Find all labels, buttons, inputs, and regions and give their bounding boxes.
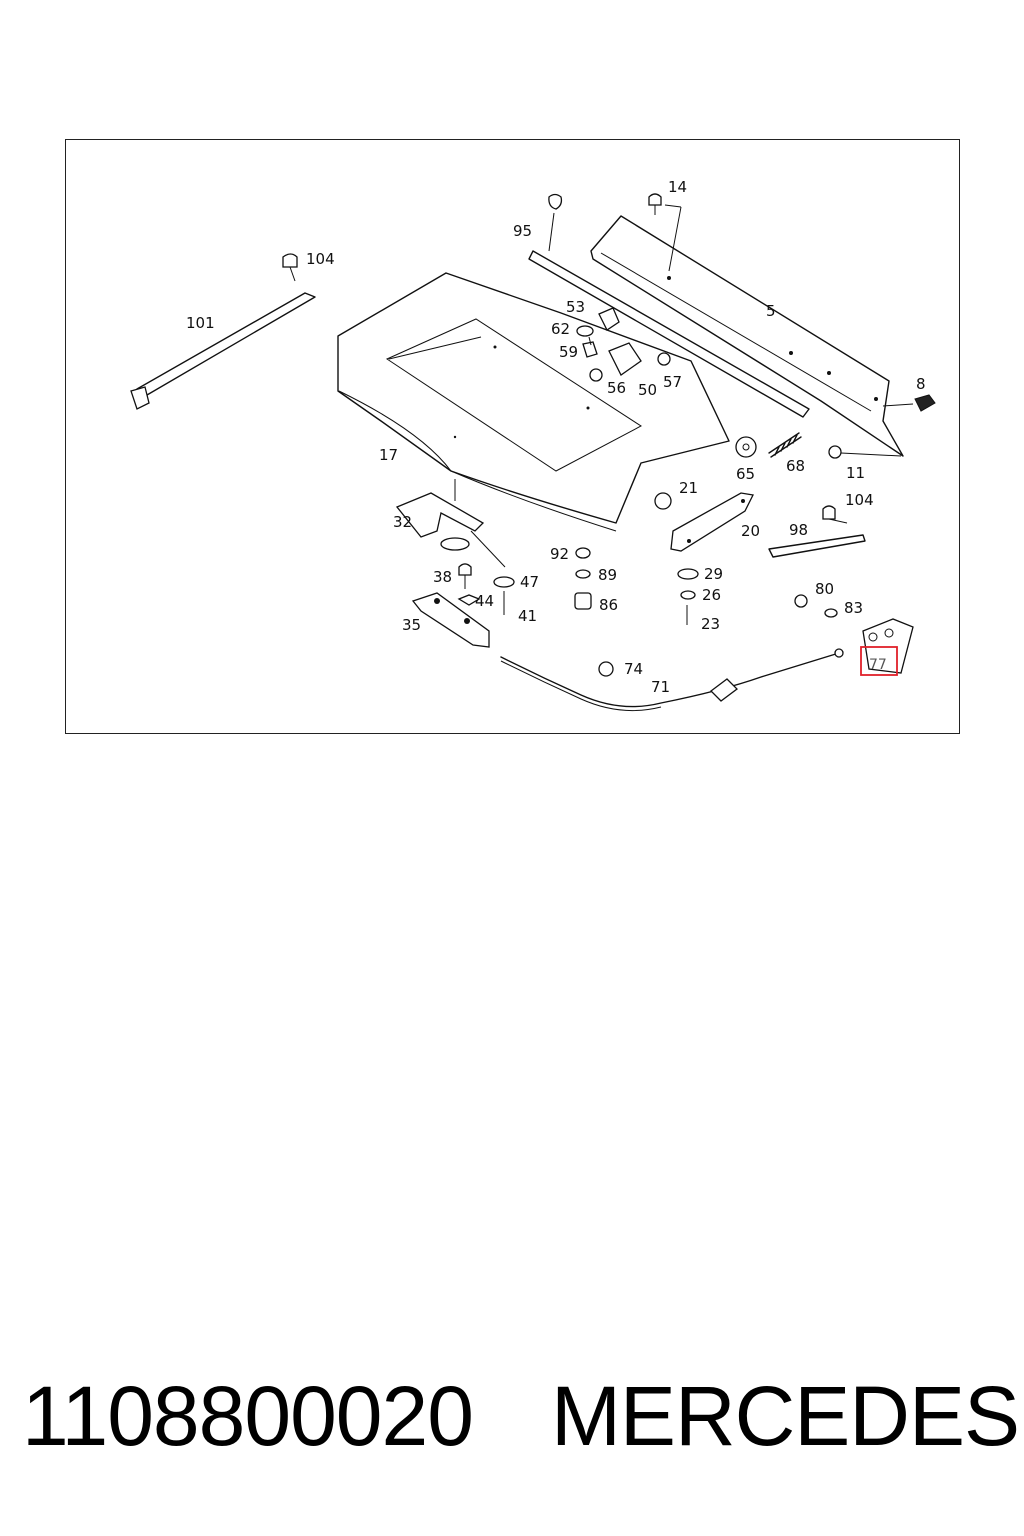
seal-strip: [528, 193, 810, 418]
label-101: 101: [186, 314, 215, 332]
label-41: 41: [518, 607, 537, 625]
label-17: 17: [379, 446, 398, 464]
label-98: 98: [789, 521, 808, 539]
callout-labels: 14 95 104 101 5 53 62 59 56 50 57 8 17 6…: [186, 178, 926, 696]
latch-77: [862, 618, 914, 674]
front-trim-panel: [590, 215, 904, 457]
label-92: 92: [550, 545, 569, 563]
support-rod: [130, 253, 316, 410]
screw-14: [648, 193, 682, 272]
label-29: 29: [704, 565, 723, 583]
star-nut-65: [735, 436, 757, 458]
label-23: 23: [701, 615, 720, 633]
label-104-right: 104: [845, 491, 874, 509]
label-26: 26: [702, 586, 721, 604]
label-89: 89: [598, 566, 617, 584]
label-32: 32: [393, 513, 412, 531]
label-21: 21: [679, 479, 698, 497]
label-56: 56: [607, 379, 626, 397]
label-62: 62: [551, 320, 570, 338]
parts-diagram: 14 95 104 101 5 53 62 59 56 50 57 8 17 6…: [130, 178, 936, 712]
highlight-box-77: [860, 646, 898, 676]
label-14: 14: [668, 178, 687, 196]
label-20: 20: [741, 522, 760, 540]
label-5: 5: [766, 302, 776, 320]
hood-panel: [337, 272, 730, 532]
label-35: 35: [402, 616, 421, 634]
spring-68: [768, 432, 802, 458]
hinge-cluster: [576, 307, 671, 382]
fasteners: [457, 547, 838, 677]
label-80: 80: [815, 580, 834, 598]
hinge-20: [654, 492, 754, 552]
label-44: 44: [475, 592, 494, 610]
product-caption: 1108800020 MERCEDES: [22, 1368, 1020, 1478]
screw-11: [828, 445, 902, 459]
label-68: 68: [786, 457, 805, 475]
label-65: 65: [736, 465, 755, 483]
rod-98: [768, 505, 866, 558]
label-11: 11: [846, 464, 865, 482]
label-50: 50: [638, 381, 657, 399]
label-74: 74: [624, 660, 643, 678]
part-number: 1108800020: [22, 1369, 474, 1463]
label-8: 8: [916, 375, 926, 393]
label-83: 83: [844, 599, 863, 617]
bracket-32: [395, 479, 506, 568]
label-77: 77: [869, 657, 887, 673]
label-59: 59: [559, 343, 578, 361]
label-38: 38: [433, 568, 452, 586]
label-86: 86: [599, 596, 618, 614]
brand-name: MERCEDES: [550, 1369, 1020, 1463]
bracket-35: [411, 592, 490, 648]
parts-diagram-frame: 14 95 104 101 5 53 62 59 56 50 57 8 17 6…: [65, 139, 960, 734]
label-47: 47: [520, 573, 539, 591]
clip-8: [914, 394, 936, 412]
label-53: 53: [566, 298, 585, 316]
label-104-top: 104: [306, 250, 335, 268]
label-71: 71: [651, 678, 670, 696]
release-cable-71: [500, 648, 844, 712]
label-57: 57: [663, 373, 682, 391]
label-95: 95: [513, 222, 532, 240]
